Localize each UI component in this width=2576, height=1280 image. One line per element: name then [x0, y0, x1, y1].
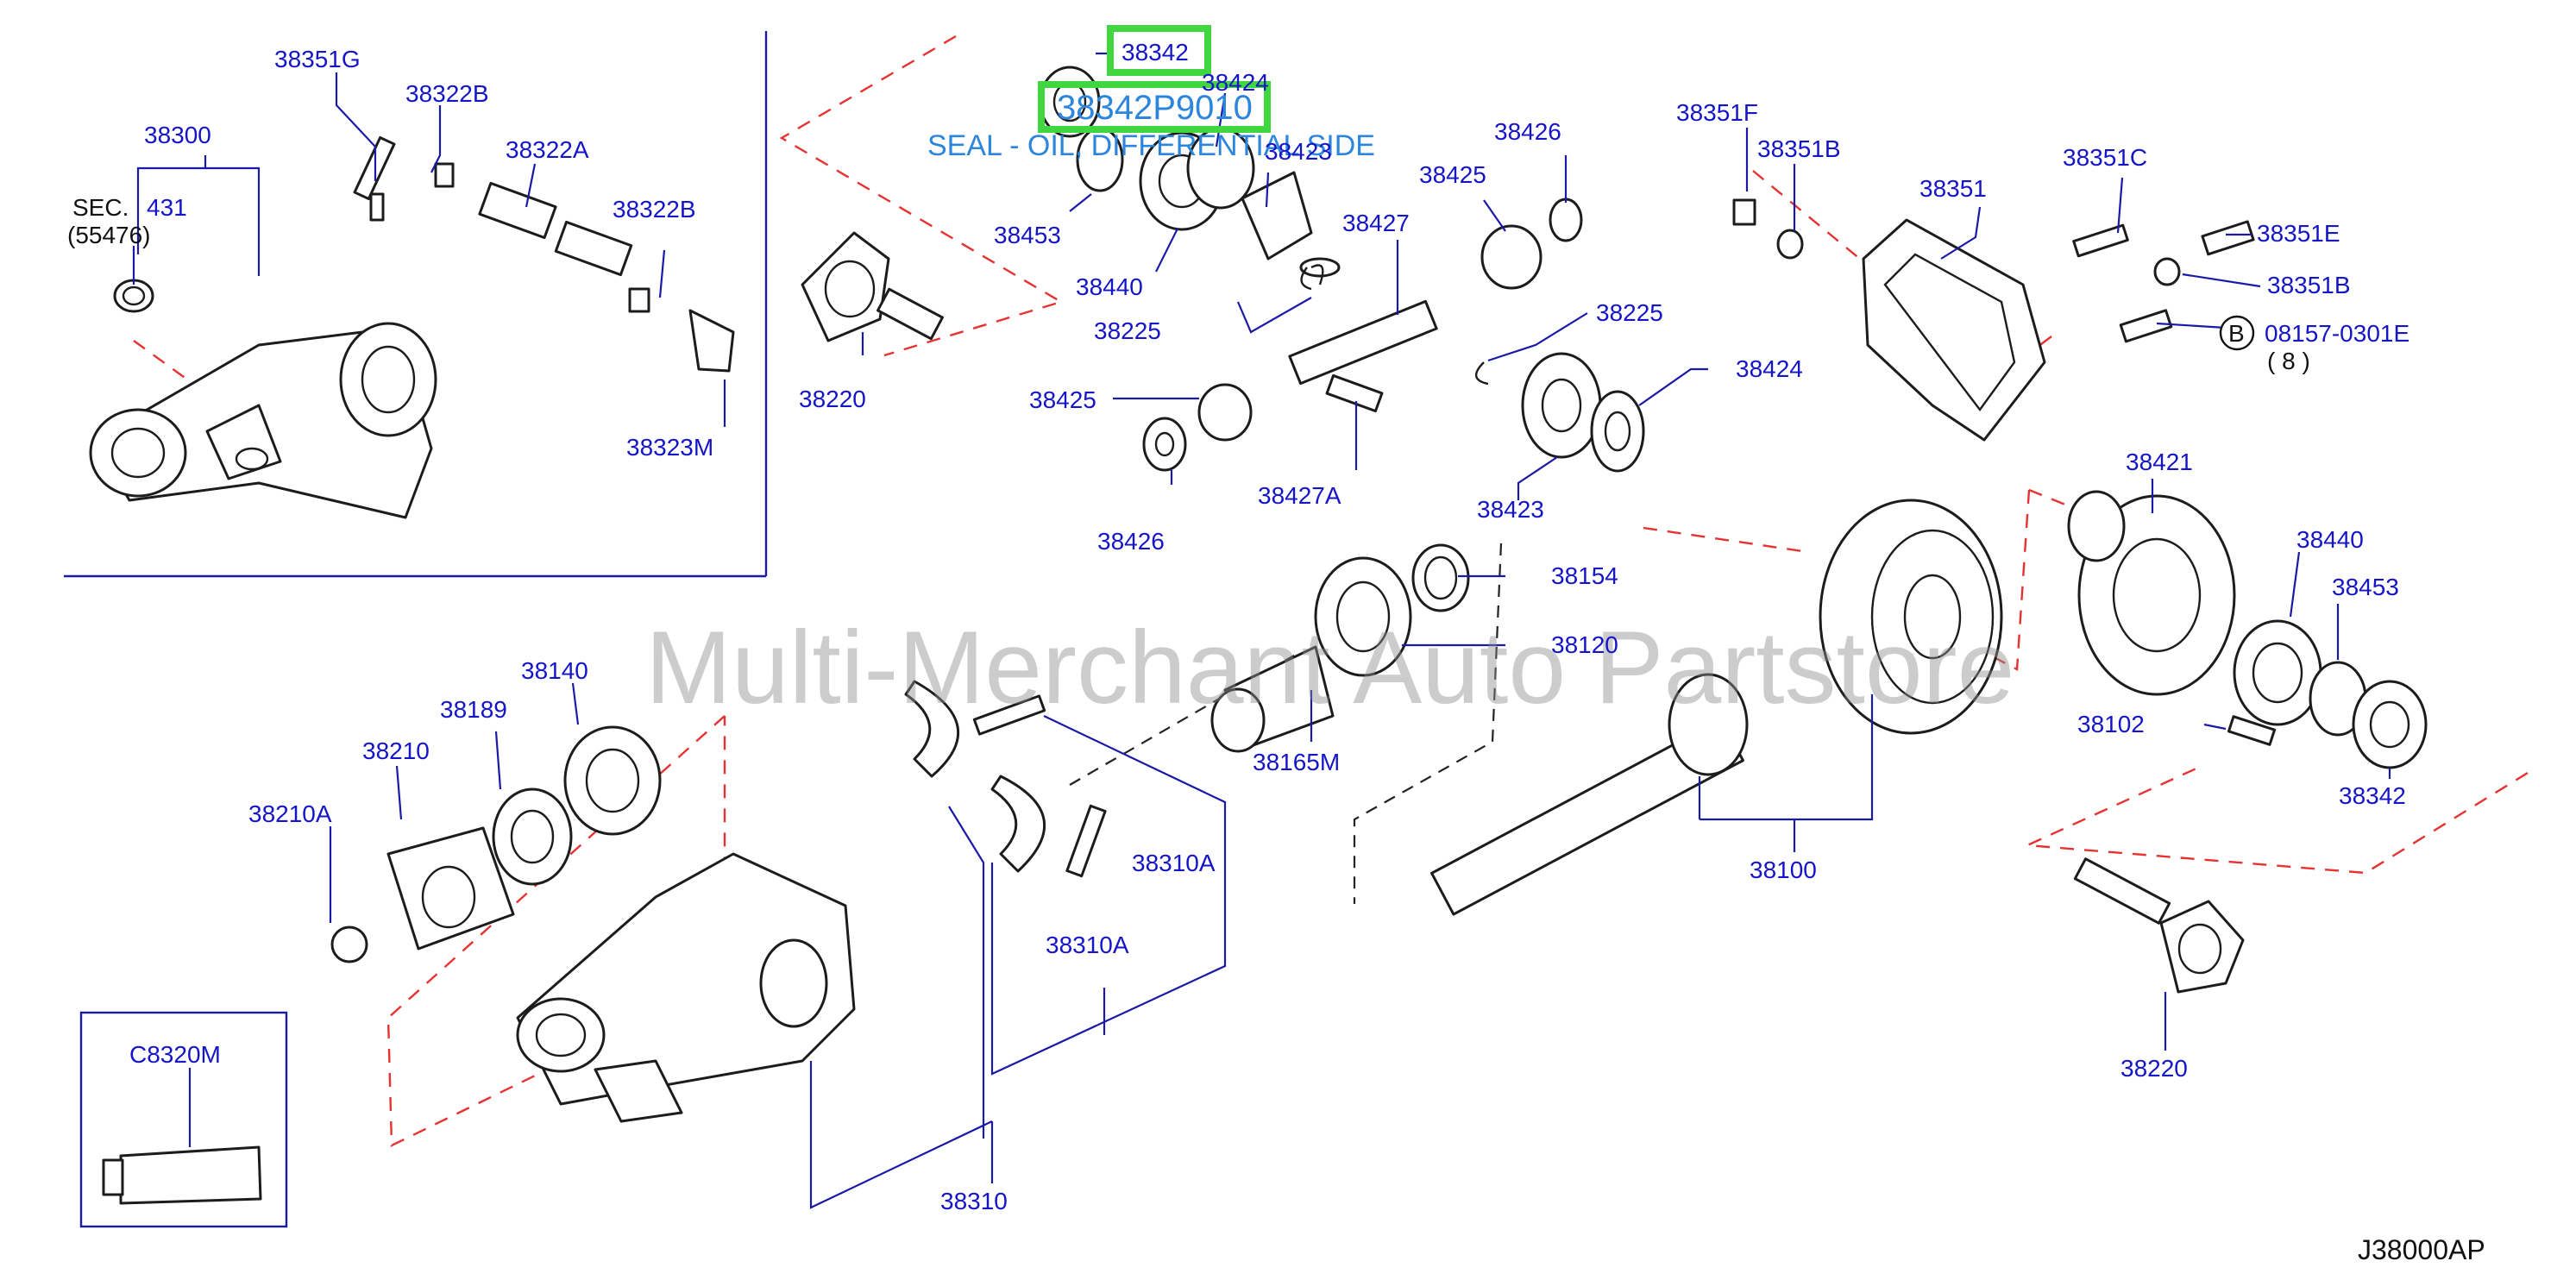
- inset-frame-tube: [79, 1011, 288, 1228]
- part-label-38351C[interactable]: 38351C: [2063, 144, 2147, 171]
- highlight-box-part-number-full[interactable]: [1038, 81, 1271, 133]
- part-label-38322B-a[interactable]: 38322B: [405, 80, 489, 107]
- differential-assembly-illustration: [89, 135, 735, 519]
- part-label-38424-mid[interactable]: 38424: [1736, 355, 1803, 382]
- part-label-38225-mid[interactable]: 38225: [1596, 299, 1663, 326]
- part-label-38427[interactable]: 38427: [1342, 210, 1410, 236]
- part-labels: 38351G 38322B 38322A 38322B 38323M 38424…: [248, 46, 2406, 1214]
- part-label-38310A-b[interactable]: 38310A: [1046, 932, 1129, 958]
- part-label-38351G[interactable]: 38351G: [274, 46, 361, 72]
- carrier-housing-illustration: [516, 852, 856, 1123]
- ring-gear-and-pinion-illustration: [1430, 499, 2003, 916]
- part-label-38425-top[interactable]: 38425: [1419, 161, 1486, 188]
- tube-label[interactable]: C8320M: [129, 1041, 221, 1068]
- pinion-seal-stack-illustration: [330, 725, 662, 963]
- part-label-38220-left[interactable]: 38220: [799, 386, 866, 412]
- part-label-38426-top[interactable]: 38426: [1494, 118, 1561, 145]
- highlight-part-number-label[interactable]: 38342: [1122, 39, 1189, 66]
- part-label-38140[interactable]: 38140: [521, 657, 588, 684]
- part-label-38351B-b[interactable]: 38351B: [2267, 272, 2351, 298]
- inset-frame-assembly: [64, 31, 768, 578]
- part-label-38100[interactable]: 38100: [1750, 856, 1817, 883]
- mounting-brackets-illustration: [904, 680, 1107, 878]
- part-label-38453-top[interactable]: 38453: [994, 222, 1061, 248]
- diagram-code: J38000AP: [2358, 1234, 2485, 1265]
- pinion-shaft-illustration: [1142, 267, 1438, 472]
- highlight-box-part-number[interactable]: [1107, 25, 1211, 76]
- part-label-38220-right[interactable]: 38220: [2120, 1055, 2188, 1082]
- part-label-38210[interactable]: 38210: [362, 737, 430, 764]
- companion-flange-left-illustration: [801, 231, 944, 342]
- pinion-bearings-illustration: [1210, 543, 1470, 753]
- part-label-38351[interactable]: 38351: [1919, 175, 1987, 202]
- part-label-38440-right[interactable]: 38440: [2296, 526, 2364, 553]
- part-label-38323M[interactable]: 38323M: [626, 434, 713, 461]
- grease-tube-illustration: [102, 1145, 262, 1205]
- part-label-38351B-a[interactable]: 38351B: [1757, 135, 1841, 162]
- section-ref-number[interactable]: 431: [147, 194, 187, 221]
- watermark: Multi-Merchant Auto Partstore: [645, 610, 2014, 725]
- assembly-label[interactable]: 38300: [144, 122, 211, 148]
- part-label-38102[interactable]: 38102: [2077, 711, 2145, 737]
- part-label-38423-top[interactable]: 38423: [1265, 138, 1332, 165]
- part-label-38440-top[interactable]: 38440: [1076, 273, 1143, 300]
- section-ref-prefix: SEC.: [72, 194, 129, 221]
- part-label-38453-right[interactable]: 38453: [2332, 574, 2399, 600]
- part-label-38423-mid[interactable]: 38423: [1477, 496, 1544, 523]
- part-label-38342-right[interactable]: 38342: [2339, 782, 2406, 809]
- differential-case-illustration: [2067, 490, 2428, 769]
- bolt-ref-letter: B: [2228, 320, 2245, 347]
- part-label-38425-low[interactable]: 38425: [1029, 386, 1096, 413]
- part-label-38351E[interactable]: 38351E: [2257, 220, 2340, 247]
- rear-cover-illustration: [1732, 198, 2255, 442]
- part-label-38421[interactable]: 38421: [2126, 449, 2193, 475]
- bolt-ref-part[interactable]: 08157-0301E: [2265, 320, 2410, 347]
- part-label-38322A[interactable]: 38322A: [506, 136, 589, 163]
- part-label-38154[interactable]: 38154: [1551, 562, 1618, 589]
- highlight-description: SEAL - OIL, DIFFERENTIAL SIDE: [927, 129, 1375, 162]
- part-label-38165M[interactable]: 38165M: [1253, 749, 1340, 775]
- part-label-38322B-b[interactable]: 38322B: [613, 196, 696, 223]
- part-label-38120[interactable]: 38120: [1551, 631, 1618, 658]
- bolt-ref-circle: [2219, 315, 2255, 351]
- part-label-38424-top[interactable]: 38424: [1202, 69, 1269, 96]
- leader-lines: [132, 52, 2391, 1209]
- bolt-ref-qty: ( 8 ): [2267, 348, 2310, 374]
- part-label-38310A-a[interactable]: 38310A: [1132, 850, 1216, 876]
- part-label-38427A[interactable]: 38427A: [1258, 482, 1341, 509]
- side-gear-set-right-illustration: [1475, 198, 1645, 473]
- part-label-38426-low[interactable]: 38426: [1097, 528, 1165, 555]
- part-label-38225-top[interactable]: 38225: [1094, 317, 1161, 344]
- part-label-38189[interactable]: 38189: [440, 696, 507, 723]
- companion-flange-right-illustration: [2073, 857, 2245, 994]
- part-label-38310[interactable]: 38310: [940, 1188, 1008, 1214]
- part-label-38210A[interactable]: 38210A: [248, 800, 332, 827]
- highlight-part-number-full-label[interactable]: 38342P9010: [1057, 89, 1253, 127]
- section-ref-sub: (55476): [67, 222, 151, 248]
- part-label-38351F[interactable]: 38351F: [1676, 99, 1758, 126]
